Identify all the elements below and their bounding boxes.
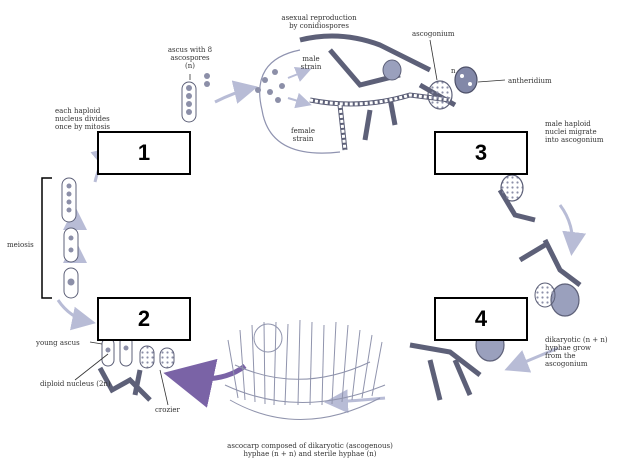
number-box-4: 4	[434, 297, 528, 341]
label-crozier: crozier	[155, 406, 180, 414]
young-asci	[100, 336, 174, 400]
label-male-nuclei-migrate: male haploid nuclei migrate into ascogon…	[545, 120, 604, 144]
label-meiosis: meiosis	[7, 241, 34, 249]
label-male-strain: male strain	[301, 55, 322, 71]
ascocarp	[225, 320, 385, 420]
label-ascocarp-caption: ascocarp composed of dikaryotic (ascogen…	[227, 442, 393, 458]
ascocarp-arrow	[178, 366, 245, 379]
label-dikaryotic-hyphae: dikaryotic (n + n) hyphae grow from the …	[545, 336, 608, 368]
label-diploid-nucleus: diploid nucleus (2n)	[40, 380, 111, 388]
label-asexual-reproduction: asexual reproduction by conidiospores	[281, 14, 356, 30]
label-ascus-with-spores: ascus with 8 ascospores (n)	[168, 46, 212, 70]
hyphae-strains-fill	[310, 95, 450, 150]
number-box-1: 1	[97, 131, 191, 175]
label-ascogonium: ascogonium	[412, 30, 455, 38]
antheridium	[455, 67, 477, 93]
nuclei-migration	[500, 175, 580, 316]
number-box-2: 2	[97, 297, 191, 341]
label-n-marker: n	[451, 67, 456, 75]
meiosis-bracket	[42, 178, 52, 298]
label-young-ascus: young ascus	[36, 339, 80, 347]
number-box-3: 3	[434, 131, 528, 175]
meiosis-asci	[62, 178, 78, 298]
ascus-with-spores	[182, 73, 210, 122]
label-antheridium: antheridium	[508, 77, 552, 85]
label-female-strain: female strain	[291, 127, 315, 143]
label-haploid-division: each haploid nucleus divides once by mit…	[55, 107, 110, 131]
